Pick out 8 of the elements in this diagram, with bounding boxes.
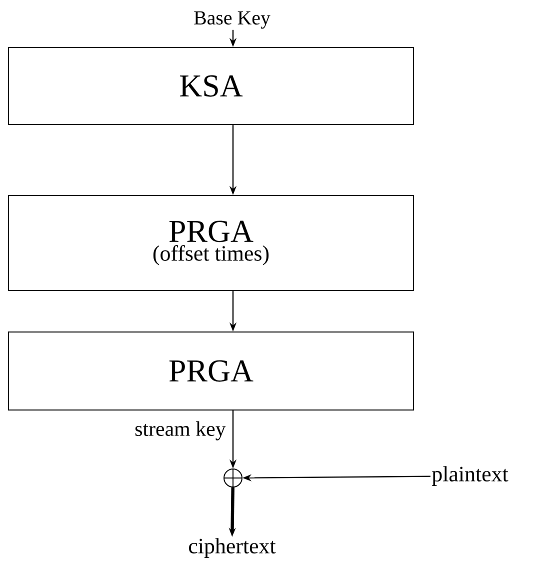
edge-label: stream key (134, 420, 227, 442)
terminal-label: Base Key (194, 11, 270, 29)
xor-symbol (224, 468, 242, 488)
terminal-label: ciphertext (189, 538, 276, 558)
process-box: KSA (8, 47, 414, 125)
process-box: PRGA (offset times) (8, 195, 414, 291)
process-box: PRGA (8, 332, 414, 410)
terminal-label: plaintext (432, 466, 508, 486)
